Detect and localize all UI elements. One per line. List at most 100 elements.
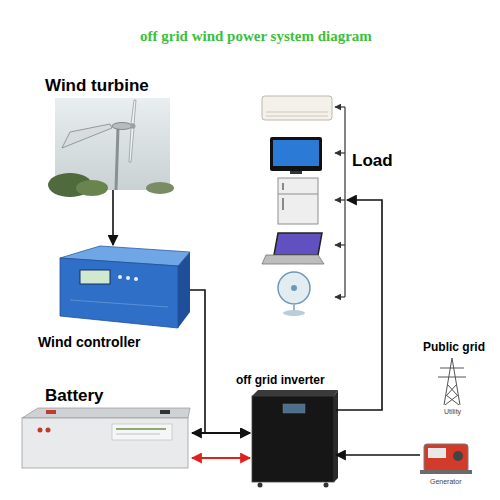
inverter-wheel (324, 483, 329, 488)
wind-turbine-photo (48, 98, 174, 197)
connector-arrow (192, 457, 250, 459)
controller-button (126, 276, 130, 280)
diagram-title: off grid wind power system diagram (140, 28, 372, 45)
tower-arm (440, 368, 464, 369)
bracket-arrow (335, 244, 345, 245)
fridge-handle (282, 198, 284, 210)
bracket-spine (344, 107, 345, 297)
battery-case (22, 418, 188, 468)
controller-button (118, 275, 122, 279)
battery-terminal (160, 410, 170, 414)
battery-lid (22, 408, 190, 418)
bracket-arrow (335, 199, 345, 200)
bracket-arrow (335, 106, 345, 107)
laptop-screen (274, 233, 322, 255)
battery-label-plate (112, 424, 172, 440)
tower-arm (438, 377, 466, 378)
ac-body (262, 96, 332, 120)
laptop-base (262, 255, 324, 264)
generator-illustration (420, 444, 472, 474)
fan-hub (291, 285, 297, 291)
utility-tower-symbol (438, 358, 466, 405)
wind-controller-device (60, 246, 190, 328)
air-conditioner-illustration (262, 96, 332, 120)
controller-front (60, 258, 178, 328)
connector-arrow (336, 200, 382, 410)
refrigerator-illustration (278, 178, 318, 224)
load-group: Load (258, 95, 347, 317)
generator-frame (420, 470, 472, 474)
generator-engine (453, 451, 463, 461)
generator-body (424, 444, 468, 472)
connector-arrow (112, 190, 114, 245)
inverter-top (252, 390, 338, 396)
tower-brace (445, 395, 458, 405)
load-bracket (335, 107, 345, 297)
turbine-blade (131, 100, 136, 124)
heading: Wind turbine (45, 77, 149, 96)
battery-terminal (46, 410, 56, 414)
fridge-handle (282, 183, 284, 190)
heading: Battery (45, 387, 104, 406)
inverter-box: off grid inverter (250, 393, 336, 485)
tree (146, 182, 174, 194)
laptop-illustration (262, 233, 324, 264)
heading: Public grid (423, 341, 485, 354)
connector-arrow (336, 454, 420, 456)
tv-frame (270, 137, 322, 171)
inverter-wheel (258, 483, 263, 488)
inverter-screen (283, 404, 305, 413)
tower-brace (448, 385, 457, 395)
sub-label: Utility (444, 408, 461, 416)
battery-indicator (38, 428, 43, 433)
tv-screen (273, 140, 319, 166)
tower-leg (452, 358, 460, 405)
fridge-door-split (278, 194, 318, 195)
connector-arrow (192, 432, 250, 434)
tower-leg (444, 358, 452, 405)
connector-arrow (190, 290, 250, 433)
tower-brace (447, 385, 456, 395)
controller-side (178, 252, 190, 328)
heading: Generator (430, 478, 462, 486)
generator-panel (428, 448, 446, 458)
tv-stand (290, 171, 302, 174)
ac-vent (266, 112, 328, 113)
turbine-hub (131, 124, 136, 129)
bracket-arrow (335, 152, 345, 153)
controller-panel-line (70, 300, 168, 307)
battery-box: Battery (20, 408, 192, 470)
turbine-box: Wind turbine (55, 98, 170, 190)
grid-box: Public gridUtility (430, 355, 480, 417)
turbine-nacelle (112, 123, 132, 130)
turbine-tower (116, 128, 118, 190)
heading: Load (352, 152, 393, 171)
generator-box: Generator (420, 440, 475, 476)
controller-display (80, 270, 110, 284)
fan-guard (278, 272, 310, 304)
heading: Wind controller (38, 335, 141, 350)
controller-button (134, 277, 138, 281)
inverter-side (334, 390, 338, 482)
fridge-body (278, 178, 318, 224)
turbine-tail (62, 124, 112, 148)
bracket-arrow (335, 296, 345, 297)
controller-box: Wind controller (55, 245, 190, 330)
inverter-illustration (252, 390, 338, 488)
tower-brace (446, 395, 459, 405)
battery-illustration (22, 408, 190, 468)
turbine-blade (129, 128, 134, 162)
battery-label-stripe (116, 434, 160, 435)
tree (76, 180, 108, 196)
battery-indicator (46, 428, 51, 433)
fan-illustration (278, 272, 310, 316)
television-illustration (270, 137, 322, 174)
battery-label-stripe (116, 428, 166, 430)
fan-base (283, 310, 305, 316)
ac-vent (266, 116, 328, 117)
inverter-case (252, 396, 334, 482)
heading: off grid inverter (236, 374, 325, 387)
